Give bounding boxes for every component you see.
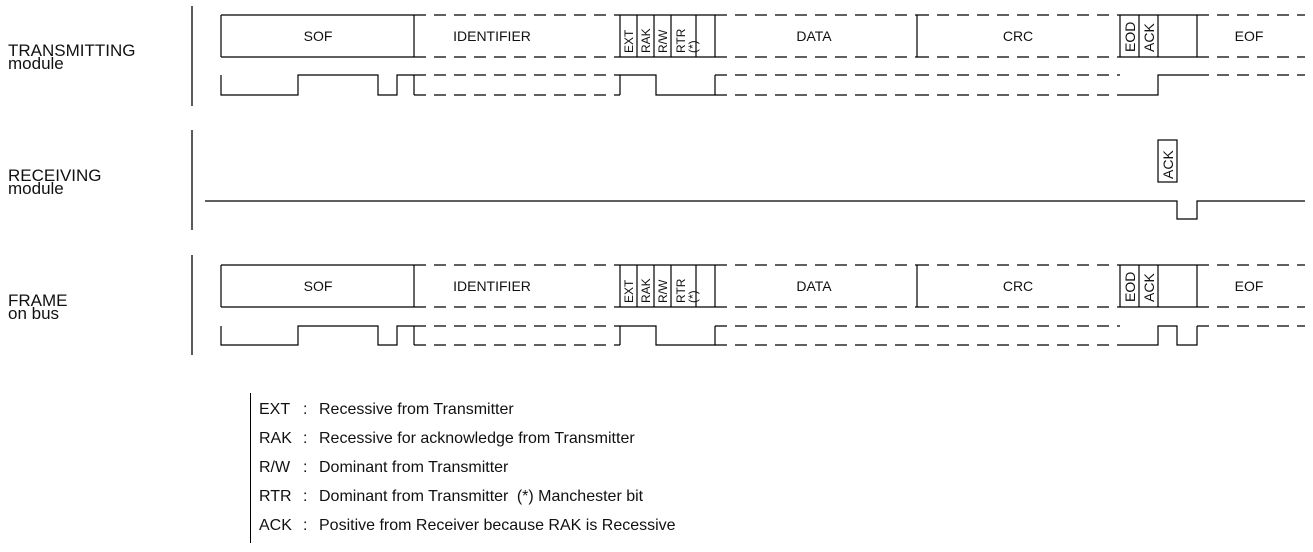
transmitting-field-labels: SOF IDENTIFIER EXT RAK R/W RTR (*) DATA … — [304, 22, 1264, 53]
tx-label-rak: RAK — [639, 28, 653, 53]
legend-colon: : — [303, 459, 308, 476]
tx-label-ext: EXT — [622, 29, 636, 53]
tx-frame-solid-left — [220, 14, 415, 58]
legend-desc: Positive from Receiver because RAK is Re… — [319, 517, 676, 534]
bus-frame-solid-mid — [619, 264, 716, 308]
row-title-frame: FRAME on bus — [8, 291, 68, 323]
bus-frame-solid-left — [220, 264, 415, 308]
rx-ack-box — [1157, 139, 1178, 183]
bus-frame-dashed-crc — [917, 264, 1120, 308]
legend-abbr: R/W — [259, 459, 291, 476]
tx-waveform-dashed-a — [414, 74, 620, 96]
tx-label-eof: EOF — [1235, 28, 1264, 44]
bus-frame-dashed-eof — [1197, 264, 1305, 308]
tx-label-rtr: RTR — [674, 28, 688, 53]
legend-item-rw: R/W: Dominant from Transmitter — [259, 459, 508, 477]
tx-waveform-solid-c — [1120, 74, 1197, 96]
bus-waveform-solid-a — [220, 325, 414, 346]
tx-frame-dashed-identifier — [414, 14, 620, 58]
bus-waveform-dashed-a — [414, 325, 620, 346]
bus-label-crc: CRC — [1003, 278, 1033, 294]
bus-label-rw: R/W — [656, 279, 670, 303]
bus-label-identifier: IDENTIFIER — [453, 278, 531, 294]
bus-label-sof: SOF — [304, 278, 333, 294]
legend-item-ack: ACK: Positive from Receiver because RAK i… — [259, 517, 676, 535]
legend-desc: Dominant from Transmitter — [319, 459, 509, 476]
row-title-frame-line1: FRAME — [8, 291, 68, 310]
bus-frame-dashed-data — [715, 264, 917, 308]
tx-frame-dashed-crc — [917, 14, 1120, 58]
bus-label-eod: EOD — [1122, 272, 1138, 302]
bus-waveform-solid-c — [1120, 325, 1198, 346]
tx-frame-solid-mid — [619, 14, 716, 58]
tx-waveform-dashed-c — [917, 74, 1120, 96]
bus-label-rtr-mark: (*) — [686, 290, 700, 303]
legend-desc: Recessive for acknowledge from Transmitt… — [319, 430, 635, 447]
bus-label-rak: RAK — [639, 278, 653, 303]
transmitting-frame — [220, 14, 1305, 96]
legend: EXT: Recessive from Transmitter RAK: Reces… — [250, 393, 951, 543]
legend-abbr: RTR — [259, 488, 292, 505]
tx-frame-dashed-eof — [1197, 14, 1305, 58]
tx-label-data: DATA — [796, 28, 832, 44]
tx-label-eod: EOD — [1122, 22, 1138, 52]
legend-colon: : — [303, 401, 308, 418]
bus-label-ack: ACK — [1141, 273, 1157, 302]
bus-frame-solid-eod-ack — [1119, 264, 1198, 308]
legend-desc: Recessive from Transmitter — [319, 401, 514, 418]
tx-frame-solid-eod-ack — [1119, 14, 1198, 58]
legend-abbr: RAK — [259, 430, 292, 447]
row-title-transmitting: TRANSMITTING module — [8, 41, 136, 73]
bus-label-ext: EXT — [622, 279, 636, 303]
bus-field-labels: SOF IDENTIFIER EXT RAK R/W RTR (*) DATA … — [304, 272, 1264, 303]
tx-waveform-solid-a — [220, 74, 414, 96]
legend-note-manchester: (*) Manchester bit — [516, 488, 644, 505]
legend-abbr: EXT — [259, 401, 291, 418]
tx-waveform-solid-b — [413, 74, 716, 96]
tx-label-ack: ACK — [1141, 23, 1157, 52]
legend-desc: Dominant from Transmitter — [319, 488, 509, 505]
tx-frame-dashed-data — [715, 14, 917, 58]
bus-label-rtr: RTR — [674, 278, 688, 303]
row-title-receiving-line1: RECEIVING — [8, 166, 102, 185]
row-title-frame-line2: on bus — [8, 304, 60, 323]
receiving-signal — [205, 139, 1305, 220]
row-title-transmitting-line2: module — [8, 54, 64, 73]
tx-label-crc: CRC — [1003, 28, 1033, 44]
bus-waveform-dashed-c — [917, 325, 1120, 346]
legend-colon: : — [303, 488, 308, 505]
tx-label-rtr-mark: (*) — [686, 40, 700, 53]
legend-colon: : — [303, 430, 308, 447]
row-title-receiving-line2: module — [8, 179, 64, 198]
bus-label-data: DATA — [796, 278, 832, 294]
bus-frame — [220, 264, 1305, 346]
legend-colon: : — [303, 517, 308, 534]
legend-abbr: ACK — [259, 517, 292, 534]
tx-label-identifier: IDENTIFIER — [453, 28, 531, 44]
rx-label-ack: ACK — [1160, 150, 1176, 179]
tx-label-sof: SOF — [304, 28, 333, 44]
tx-label-rw: R/W — [656, 29, 670, 53]
legend-item-rak: RAK: Recessive for acknowledge from Trans… — [259, 430, 635, 448]
bus-waveform-dashed-b — [715, 325, 917, 346]
bus-frame-dashed-identifier — [414, 264, 620, 308]
tx-waveform-dashed-b — [715, 74, 917, 96]
bus-label-eof: EOF — [1235, 278, 1264, 294]
row-title-receiving: RECEIVING module — [8, 166, 102, 198]
row-title-transmitting-line1: TRANSMITTING — [8, 41, 136, 60]
bus-waveform-solid-b — [413, 325, 716, 346]
rx-waveform — [205, 200, 1305, 220]
legend-item-rtr: RTR: Dominant from Transmitter (*) Manche… — [259, 488, 643, 506]
legend-item-ext: EXT: Recessive from Transmitter — [259, 401, 514, 419]
